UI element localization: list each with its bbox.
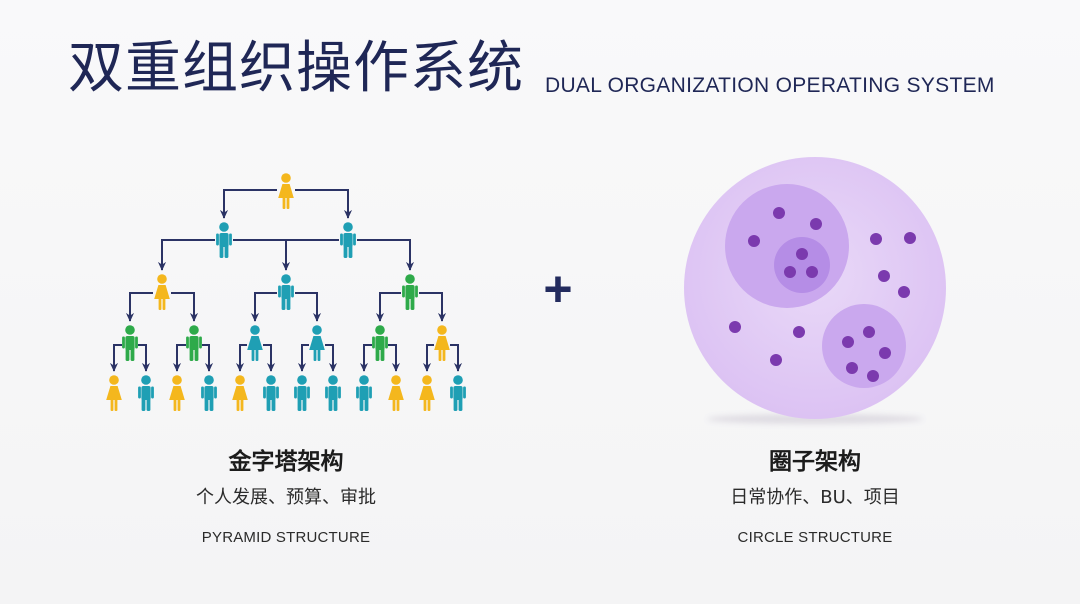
arrow-connector xyxy=(263,344,276,372)
member-dot xyxy=(796,248,808,260)
circle-diagram xyxy=(684,157,946,424)
page-subtitle: DUAL ORGANIZATION OPERATING SYSTEM xyxy=(545,74,995,97)
arrow-connector xyxy=(297,344,309,372)
core-circle xyxy=(774,237,830,293)
circle-english-label: CIRCLE STRUCTURE xyxy=(737,529,893,546)
member-dot xyxy=(773,207,785,219)
pyramid-diagram xyxy=(106,173,466,411)
arrow-connector xyxy=(419,292,447,322)
arrow-connector xyxy=(172,344,186,372)
member-dot xyxy=(793,326,805,338)
woman-icon xyxy=(278,173,294,209)
inner-circle xyxy=(822,304,906,388)
man-icon xyxy=(122,325,138,361)
arrow-connector xyxy=(109,344,122,372)
member-dot xyxy=(879,347,891,359)
member-dot xyxy=(810,218,822,230)
woman-icon xyxy=(232,375,248,411)
woman-icon xyxy=(154,274,170,310)
member-dot xyxy=(867,370,879,382)
arrow-connector xyxy=(250,292,277,322)
woman-icon xyxy=(247,325,263,361)
arrow-connector xyxy=(325,344,338,372)
man-icon xyxy=(294,375,310,411)
member-dot xyxy=(898,286,910,298)
man-icon xyxy=(402,274,418,310)
arrow-connector xyxy=(295,292,322,322)
arrow-connector xyxy=(235,344,247,372)
member-dot xyxy=(842,336,854,348)
member-dot xyxy=(904,232,916,244)
arrow-connector xyxy=(357,239,415,271)
woman-icon xyxy=(309,325,325,361)
man-icon xyxy=(450,375,466,411)
arrow-connector xyxy=(125,292,153,322)
woman-icon xyxy=(388,375,404,411)
man-icon xyxy=(201,375,217,411)
member-dot xyxy=(846,362,858,374)
arrow-connector xyxy=(138,344,151,372)
member-dot xyxy=(878,270,890,282)
man-icon xyxy=(372,325,388,361)
page-title: 双重组织操作系统 xyxy=(68,36,524,101)
man-icon xyxy=(325,375,341,411)
arrow-connector xyxy=(171,292,199,322)
plus-icon: + xyxy=(543,261,573,317)
pyramid-english-label: PYRAMID STRUCTURE xyxy=(201,529,371,546)
man-icon xyxy=(216,222,232,258)
arrow-connector xyxy=(375,292,401,322)
man-icon xyxy=(278,274,294,310)
circle-heading: 圈子架构 xyxy=(769,449,861,475)
arrow-connector xyxy=(219,189,277,219)
arrow-connector xyxy=(450,344,463,372)
circle-caption: 圈子架构 日常协作、BU、项目 CIRCLE STRUCTURE xyxy=(635,447,995,548)
man-icon xyxy=(356,375,372,411)
circle-description: 日常协作、BU、项目 xyxy=(730,487,900,508)
member-dot xyxy=(806,266,818,278)
pyramid-description: 个人发展、预算、审批 xyxy=(196,487,376,508)
arrow-connector xyxy=(388,344,401,372)
member-dot xyxy=(784,266,796,278)
man-icon xyxy=(186,325,202,361)
arrow-connector xyxy=(157,239,215,271)
woman-icon xyxy=(419,375,435,411)
member-dot xyxy=(748,235,760,247)
man-icon xyxy=(340,222,356,258)
arrow-connector xyxy=(359,344,372,372)
pyramid-caption: 金字塔架构 个人发展、预算、审批 PYRAMID STRUCTURE xyxy=(106,447,466,548)
member-dot xyxy=(729,321,741,333)
member-dot xyxy=(863,326,875,338)
man-icon xyxy=(138,375,154,411)
member-dot xyxy=(870,233,882,245)
arrow-connector xyxy=(202,344,214,372)
woman-icon xyxy=(169,375,185,411)
member-dot xyxy=(770,354,782,366)
pyramid-heading: 金字塔架构 xyxy=(228,449,344,475)
woman-icon xyxy=(106,375,122,411)
arrow-connector xyxy=(422,344,434,372)
man-icon xyxy=(263,375,279,411)
arrow-connector xyxy=(295,189,353,219)
woman-icon xyxy=(434,325,450,361)
